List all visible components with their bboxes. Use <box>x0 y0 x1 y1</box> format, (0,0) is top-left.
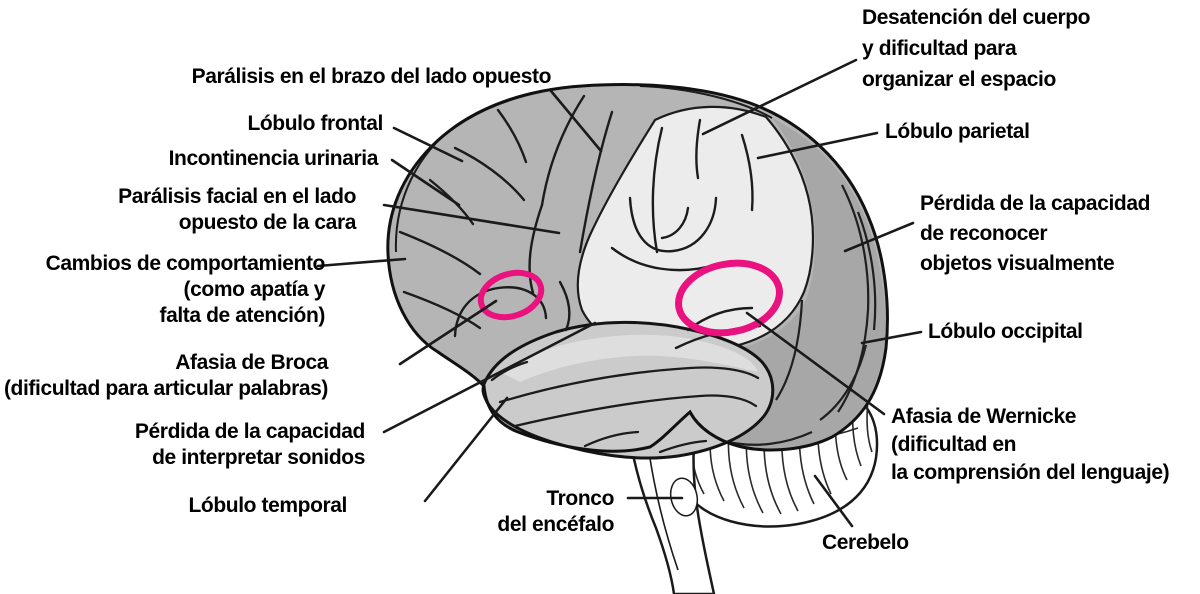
label-lobulo-frontal: Lóbulo frontal <box>247 112 383 135</box>
label-lobulo-parietal: Lóbulo parietal <box>885 120 1030 143</box>
label-paralisis-facial: Parálisis facial en el lado opuesto de l… <box>118 185 356 234</box>
leader-paralisis-brazo <box>549 89 603 153</box>
wernicke-area-highlight <box>675 259 783 337</box>
leader-lines <box>316 58 923 528</box>
pons-detail <box>669 477 699 517</box>
label-cambios-comportamiento: Cambios de comportamiento (como apatía y… <box>45 252 326 327</box>
label-tronco-encefalo: Tronco del encéfalo <box>497 487 614 536</box>
brainstem <box>626 422 716 594</box>
leader-lobulo-frontal <box>392 126 464 163</box>
leader-paralisis-facial <box>382 203 561 235</box>
label-lobulo-temporal: Lóbulo temporal <box>188 494 348 517</box>
label-afasia-wernicke: Afasia de Wernicke (dificultad en la com… <box>891 405 1170 484</box>
leader-cambios <box>316 257 407 268</box>
leader-lobulo-parietal <box>756 131 879 160</box>
temporal-gyri <box>490 360 760 454</box>
leader-lobulo-occipital <box>860 330 923 345</box>
leader-desatencion <box>701 58 858 136</box>
label-afasia-broca: Afasia de Broca (dificultad para articul… <box>3 351 328 400</box>
label-perdida-reconocer: Pérdida de la capacidad de reconocer obj… <box>920 192 1151 275</box>
label-lobulo-occipital: Lóbulo occipital <box>928 320 1083 343</box>
leader-lobulo-temporal <box>423 396 509 503</box>
leader-incontinencia <box>390 158 461 207</box>
broca-area-highlight <box>477 269 545 321</box>
label-paralisis-brazo: Parálisis en el brazo del lado opuesto <box>191 65 552 88</box>
leader-cerebelo <box>813 474 854 528</box>
label-desatencion: Desatención del cuerpo y dificultad para… <box>862 6 1091 91</box>
leader-afasia-broca <box>398 299 498 366</box>
cerebrum-outline <box>386 83 889 453</box>
leader-perdida-sonidos <box>382 321 597 434</box>
label-cerebelo: Cerebelo <box>822 531 909 554</box>
cerebrum <box>386 83 889 460</box>
label-perdida-sonidos: Pérdida de la capacidad de interpretar s… <box>134 420 365 469</box>
superior-temporal-gyrus <box>500 334 758 382</box>
leader-perdida-reconocer <box>843 221 915 253</box>
label-incontinencia: Incontinencia urinaria <box>168 147 379 170</box>
leader-afasia-wernicke <box>745 311 886 416</box>
